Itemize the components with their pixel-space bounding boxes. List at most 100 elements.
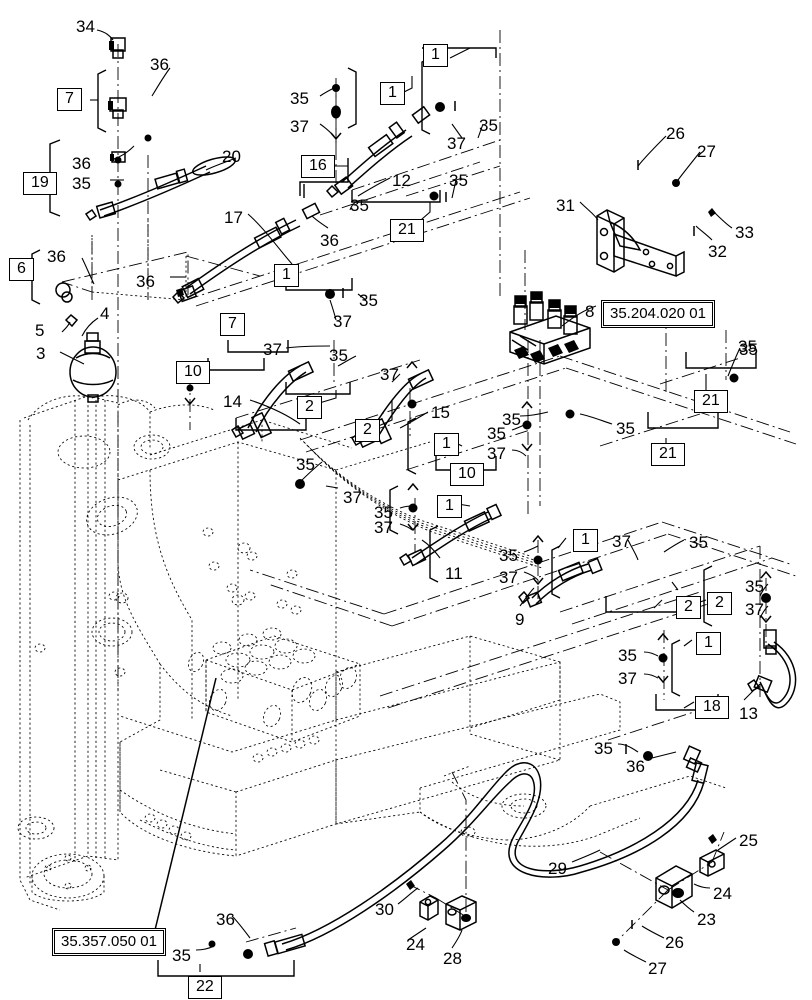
callout-c-26a: 26 [666, 124, 685, 143]
hose-9 [518, 557, 603, 608]
boxed-callout-bx-1-f[interactable]: 1 [573, 529, 598, 552]
callout-c-3: 3 [36, 344, 46, 363]
clamp-assembly-right [419, 849, 725, 931]
callout-c-36b: 36 [72, 154, 91, 173]
callout-c-36f: 36 [626, 757, 645, 776]
callout-c-36c: 36 [47, 247, 66, 266]
callout-c-26b: 26 [665, 933, 684, 952]
machine-frame-outline [17, 395, 727, 911]
boxed-callout-bx-1-b[interactable]: 1 [423, 44, 448, 67]
callout-c-30: 30 [375, 900, 394, 919]
control-valve-bank-8 [509, 291, 591, 365]
callout-c-35n: 35 [374, 503, 393, 522]
hardware-markers [114, 84, 772, 959]
boxed-callout-bx-1-c[interactable]: 1 [274, 264, 299, 287]
callout-c-37l: 37 [618, 669, 637, 688]
accumulator-3 [55, 282, 117, 403]
callout-c-32: 32 [708, 242, 727, 261]
callout-c-37g: 37 [487, 444, 506, 463]
callout-c-13: 13 [739, 704, 758, 723]
callout-c-37a: 37 [290, 117, 309, 136]
callout-c-17: 17 [224, 208, 243, 227]
callout-c-5: 5 [35, 321, 45, 340]
callout-c-35o: 35 [499, 546, 518, 565]
ref-leader-35-357-050 [154, 677, 217, 931]
callout-c-9: 9 [515, 610, 525, 629]
callout-c-28: 28 [443, 949, 462, 968]
callout-c-27a: 27 [697, 142, 716, 161]
reference-box-label: 35.357.050 01 [54, 930, 164, 954]
boxed-callout-bx-21-c[interactable]: 21 [694, 390, 728, 413]
fittings-36-mid [176, 285, 198, 303]
hose-13 [747, 629, 797, 709]
callout-c-35l: 35 [616, 419, 635, 438]
reference-box-label: 35.204.020 01 [603, 302, 713, 326]
callout-c-15: 15 [431, 403, 450, 422]
boxed-callout-bx-22[interactable]: 22 [188, 976, 222, 999]
assembly-centerlines [61, 30, 797, 943]
boxed-callout-bx-19[interactable]: 19 [23, 172, 57, 195]
callout-c-35h: 35 [329, 346, 348, 365]
callout-leaders [25, 29, 769, 972]
callout-c-35k: 35 [502, 410, 521, 429]
callout-c-35d: 35 [350, 196, 369, 215]
callout-c-12: 12 [392, 171, 411, 190]
callout-c-35j: 35 [487, 424, 506, 443]
callout-c-37k: 37 [745, 600, 764, 619]
deck-fittings-detail [202, 527, 302, 615]
callout-c-25: 25 [739, 831, 758, 850]
boxed-callout-bx-2-a[interactable]: 2 [297, 396, 322, 419]
callout-c-4: 4 [100, 304, 110, 323]
fitting-stack-left [108, 37, 127, 163]
mounting-bracket-31 [596, 209, 685, 278]
boxed-callout-bx-6[interactable]: 6 [9, 258, 34, 281]
callout-c-37b: 37 [447, 134, 466, 153]
lower-valve-block [187, 627, 361, 743]
boxed-callout-bx-10-a[interactable]: 10 [176, 361, 210, 384]
callout-c-36e: 36 [320, 231, 339, 250]
hose-29 [263, 761, 709, 958]
boxed-callout-bx-7-top[interactable]: 7 [57, 88, 82, 111]
hose-17 [171, 202, 321, 305]
boxed-callout-bx-1-e[interactable]: 1 [437, 495, 462, 518]
callout-c-35p: 35 [689, 533, 708, 552]
boxed-callout-bx-2-c[interactable]: 2 [676, 596, 701, 619]
reference-box-ref-35-357-050-01[interactable]: 35.357.050 01 [52, 928, 166, 956]
boxed-callout-bx-1-a[interactable]: 1 [380, 82, 405, 105]
callout-c-31: 31 [556, 196, 575, 215]
callout-c-35c: 35 [479, 116, 498, 135]
callout-c-33: 33 [735, 223, 754, 242]
callout-c-8: 8 [585, 302, 595, 321]
boxed-callout-bx-2-b[interactable]: 2 [355, 419, 380, 442]
callout-c-35m: 35 [739, 340, 758, 359]
callout-c-37h: 37 [374, 518, 393, 537]
boxed-callout-bx-21-a[interactable]: 21 [390, 219, 424, 242]
callout-c-35f: 35 [738, 337, 757, 356]
callout-c-20: 20 [222, 147, 241, 166]
hose-11 [399, 503, 503, 567]
callout-c-34: 34 [76, 17, 95, 36]
hose-20 [84, 156, 236, 222]
reference-box-ref-35-204-020-01[interactable]: 35.204.020 01 [601, 300, 715, 328]
boxed-callout-bx-2-d[interactable]: 2 [707, 592, 732, 615]
boxed-callout-bx-1-g[interactable]: 1 [696, 632, 721, 655]
boxed-callout-bx-21-b[interactable]: 21 [651, 443, 685, 466]
callout-c-37e: 37 [380, 365, 399, 384]
callout-c-35s: 35 [594, 739, 613, 758]
callout-c-36a: 36 [150, 55, 169, 74]
belly-fittings-detail [144, 735, 320, 841]
callout-c-37f: 37 [343, 488, 362, 507]
boxed-callout-bx-7-mid[interactable]: 7 [220, 313, 245, 336]
boxed-callout-bx-18[interactable]: 18 [695, 696, 729, 719]
callout-c-37c: 37 [333, 312, 352, 331]
callout-c-11: 11 [445, 564, 463, 583]
callout-c-24b: 24 [406, 935, 425, 954]
boxed-callout-bx-16[interactable]: 16 [301, 155, 335, 178]
callout-c-35i: 35 [296, 455, 315, 474]
callout-c-36d: 36 [136, 272, 155, 291]
boxed-callout-bx-1-d[interactable]: 1 [434, 433, 459, 456]
boxed-callout-bx-10-b[interactable]: 10 [450, 463, 484, 486]
callout-c-35e: 35 [449, 171, 468, 190]
